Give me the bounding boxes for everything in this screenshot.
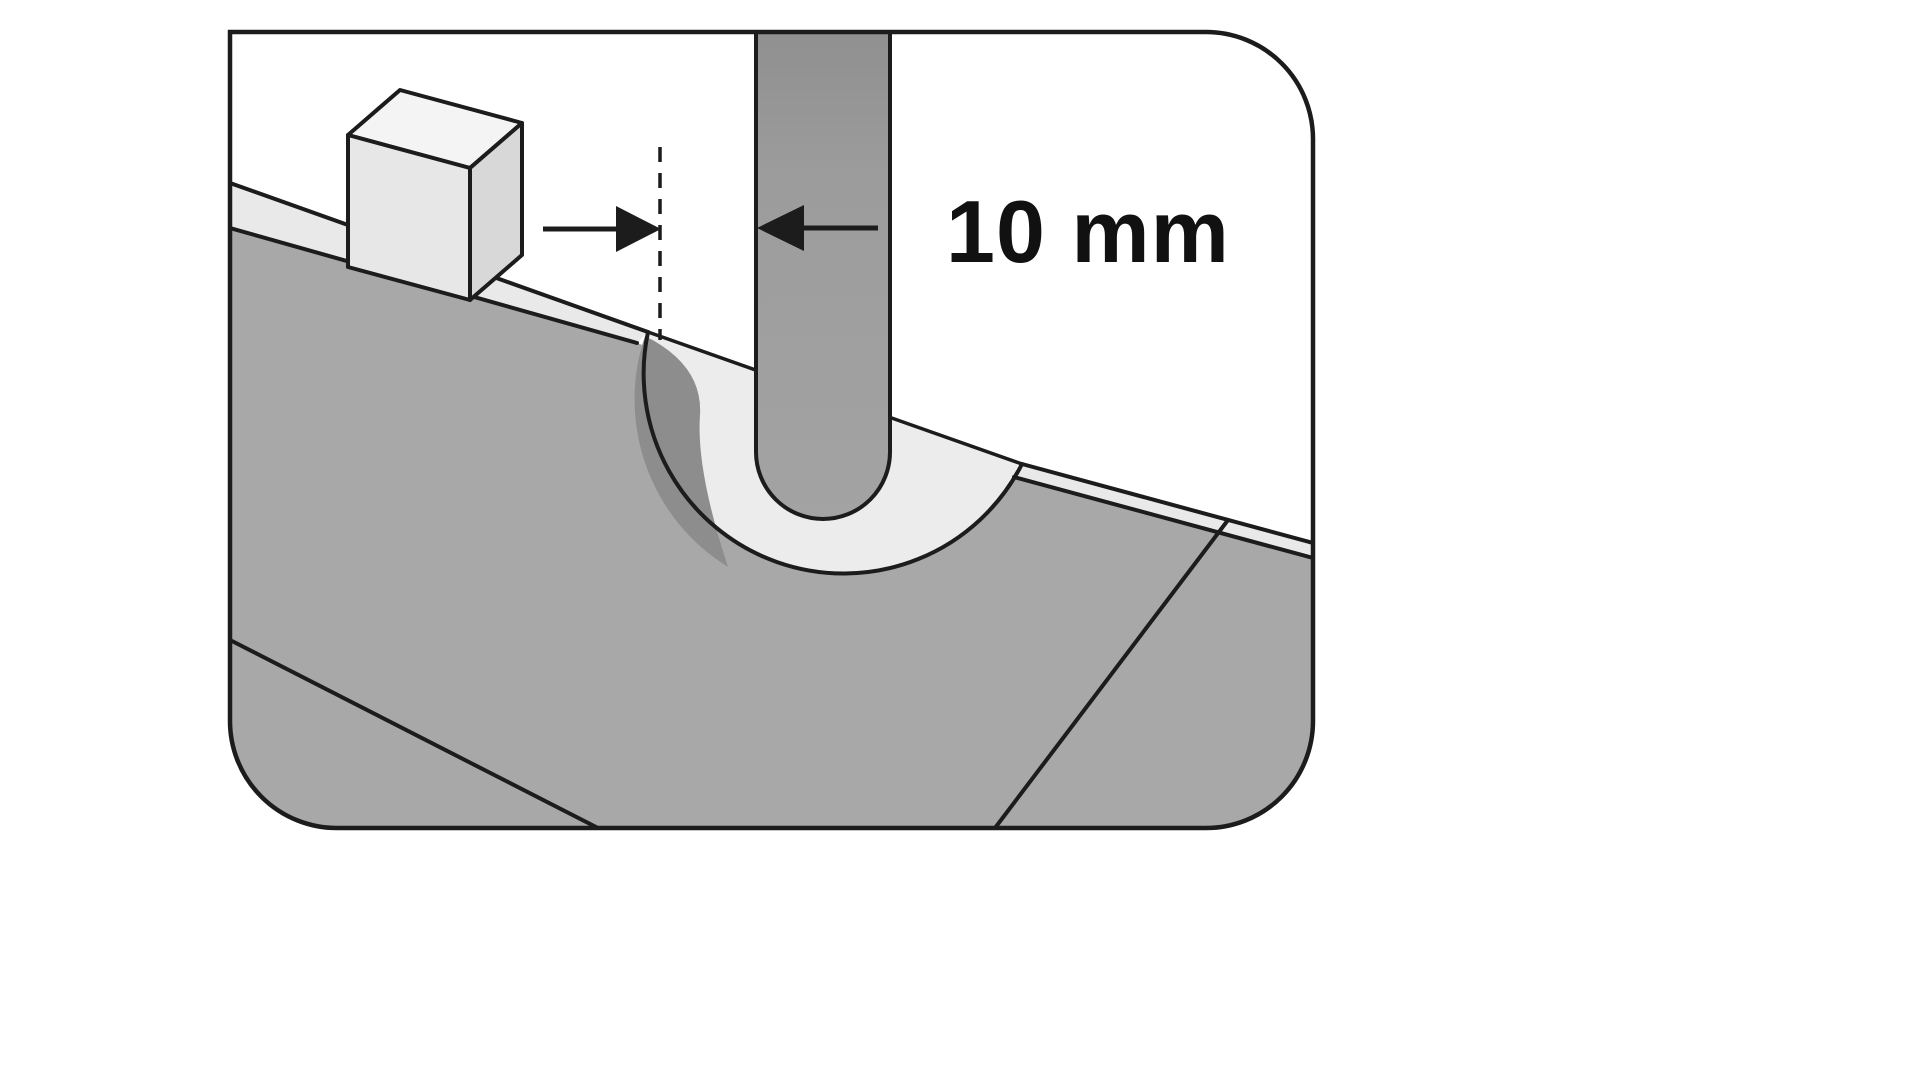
dimension-arrow-right xyxy=(757,205,878,251)
notch-inner-wall xyxy=(634,336,728,567)
surface-top-edge-right xyxy=(1014,464,1313,558)
dimension-arrow-left xyxy=(543,206,661,252)
edge-line-right xyxy=(1020,462,1313,545)
surface-corner-line-left xyxy=(230,638,600,828)
arrow-head-right-icon xyxy=(616,206,661,252)
scene: 10 mm xyxy=(230,32,1313,828)
block-front-face xyxy=(346,133,472,302)
notch-arc xyxy=(641,330,1024,576)
arrow-head-left-icon xyxy=(757,205,804,251)
dimension-arrows xyxy=(543,205,878,252)
pipe xyxy=(754,32,892,521)
spacer-block xyxy=(346,88,524,302)
frame-border xyxy=(227,29,1316,831)
measurement-label: 10 mm xyxy=(946,182,1230,281)
surface-corner-line-right xyxy=(993,518,1230,828)
edge-strip-bottom-right xyxy=(1012,475,1313,560)
